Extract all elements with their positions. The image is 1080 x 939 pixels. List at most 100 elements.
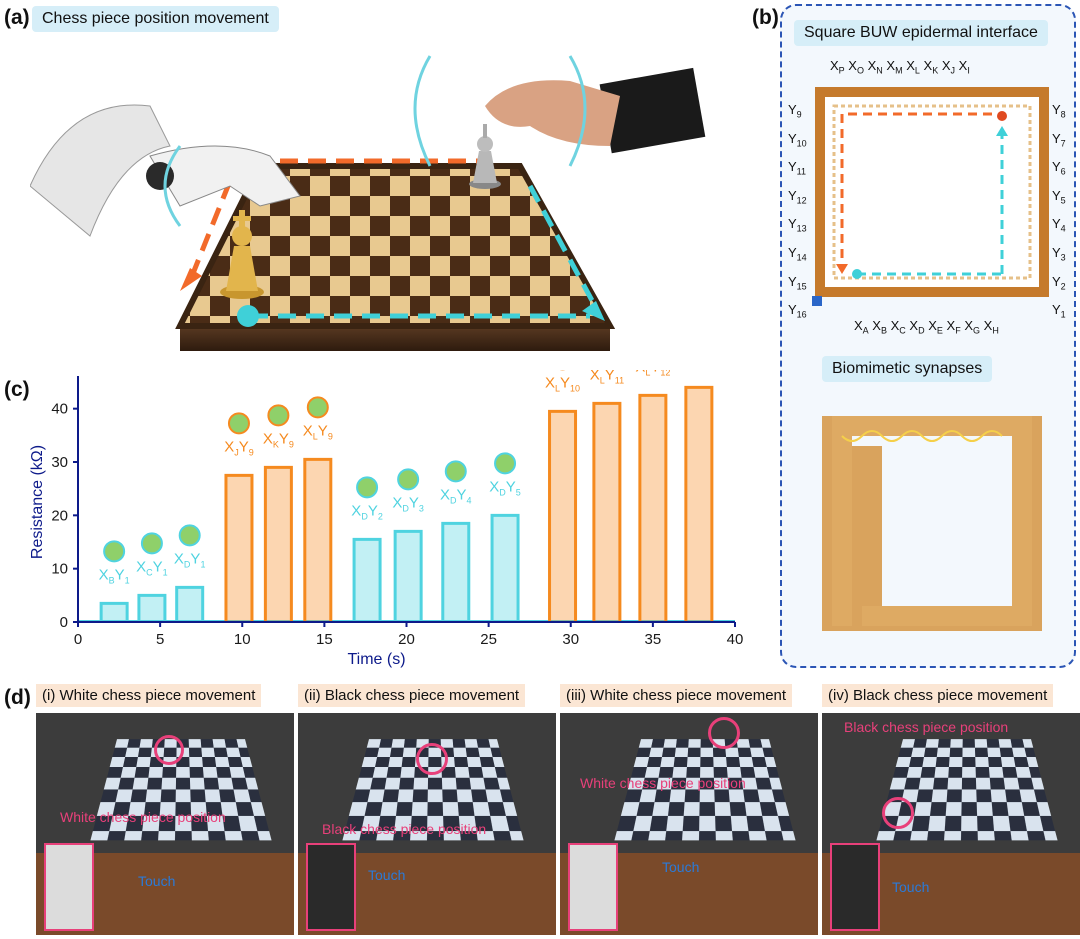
panel-b-box: Square BUW epidermal interface Biomimeti… [780,4,1076,668]
y-axis-title: Resistance (kΩ) [29,445,46,559]
synapse-diagram [802,396,1062,656]
y-label: Y10 [788,127,807,156]
y-label: Y9 [788,98,807,127]
photo-iii: White chess piece position Touch [560,713,818,935]
chess-piece-icon [495,453,515,473]
bar-10: XLY10 [545,370,580,622]
silver-king-piece [469,124,501,189]
buw-interface-diagram [802,74,1062,314]
bar-6: XDY2 [351,477,383,622]
bar-label: XKY9 [263,430,294,449]
caption-iv: (iv) Black chess piece movement [822,684,1053,707]
x-axis-title: Time (s) [347,651,405,668]
bar-label: XDY5 [489,478,521,497]
bar-label: XLY10 [545,374,580,393]
chess-piece-icon [398,469,418,489]
bar-13: XLY13 [681,370,716,622]
bar-3: XJY9 [224,413,254,622]
bar-fill [139,595,165,622]
photo-i: White chess piece position Touch [36,713,294,935]
bar-fill [594,403,620,622]
bar-1: XCY1 [136,533,168,622]
y-labels-right: Y8Y7Y6Y5Y4Y3Y2Y1 [1052,98,1066,327]
caption-iii: (iii) White chess piece movement [560,684,792,707]
bar-fill [395,531,421,622]
y-tick-label: 10 [51,561,68,578]
y-label: Y1 [1052,298,1066,327]
x-labels-bottom: XA XB XC XD XE XF XG XH [854,318,999,336]
photo-ii: Black chess piece position Touch [298,713,556,935]
overlay-text-iii: White chess piece position [580,775,746,791]
touch-ii: Touch [368,867,405,883]
touch-i: Touch [138,873,175,889]
bar-label: XDY4 [440,486,472,505]
bar-fill [226,475,252,622]
y-label: Y8 [1052,98,1066,127]
chessboard-illustration [30,36,760,366]
y-label: Y4 [1052,212,1066,241]
bar-label: XLY9 [303,422,333,441]
bar-5: XLY9 [303,397,333,622]
panel-d-letter: (d) [4,686,31,710]
bar-11: XLY11 [590,370,624,622]
bar-9: XDY5 [489,453,521,622]
bar-fill [550,411,576,622]
bar-fill [305,459,331,622]
overlay-text-iv: Black chess piece position [844,719,1008,735]
chess-piece-icon [357,477,377,497]
x-tick-label: 25 [480,631,497,648]
y-label: Y2 [1052,270,1066,299]
x-tick-label: 35 [645,631,662,648]
bar-label: XBY1 [99,566,130,585]
resistance-chart: XBY1 XCY1 XDY1 XJY9 XKY9 XLY9XDY2 XDY3 XDY4 XDY5… [0,370,760,670]
bar-fill [443,523,469,622]
bar-2: XDY1 [174,525,206,622]
caption-ii: (ii) Black chess piece movement [298,684,525,707]
touch-iii: Touch [662,859,699,875]
human-hand [485,68,705,153]
y-labels-left: Y9Y10Y11Y12Y13Y14Y15Y16 [788,98,807,327]
panel-b-title: Square BUW epidermal interface [794,20,1048,46]
y-tick-label: 20 [51,507,68,524]
bar-label: XDY1 [174,550,206,569]
bar-8: XDY4 [440,461,472,622]
chess-piece-icon [268,405,288,425]
y-label: Y7 [1052,127,1066,156]
bar-label: XLY12 [635,370,670,377]
y-label: Y15 [788,270,807,299]
chess-piece-icon [180,525,200,545]
bar-fill [354,539,380,622]
x-tick-label: 30 [562,631,579,648]
panel-a-title: Chess piece position movement [32,6,279,32]
bar-fill [686,387,712,622]
chess-piece-icon [104,541,124,561]
bar-0: XBY1 [99,541,130,622]
y-label: Y6 [1052,155,1066,184]
photo-iv: Black chess piece position Touch [822,713,1080,935]
chess-piece-icon [308,397,328,417]
x-tick-label: 40 [727,631,744,648]
bar-4: XKY9 [263,405,294,622]
bar-fill [492,515,518,622]
bar-fill [177,587,203,622]
panel-b-letter: (b) [752,6,779,30]
x-labels-top: XP XO XN XM XL XK XJ XI [830,58,970,76]
bar-7: XDY3 [392,469,424,622]
y-tick-label: 30 [51,454,68,471]
bar-fill [265,467,291,622]
y-tick-label: 40 [51,401,68,418]
bar-12: XLY12 [635,370,670,622]
chess-piece-icon [142,533,162,553]
y-label: Y11 [788,155,807,184]
x-tick-label: 10 [234,631,251,648]
y-label: Y14 [788,241,807,270]
bar-label: XJY9 [224,438,254,457]
bar-fill [640,395,666,622]
x-tick-label: 0 [74,631,82,648]
y-label: Y3 [1052,241,1066,270]
y-label: Y12 [788,184,807,213]
y-tick-label: 0 [60,614,68,631]
overlay-text-ii: Black chess piece position [322,821,486,837]
x-tick-label: 15 [316,631,333,648]
bar-label: XLY11 [590,370,624,385]
